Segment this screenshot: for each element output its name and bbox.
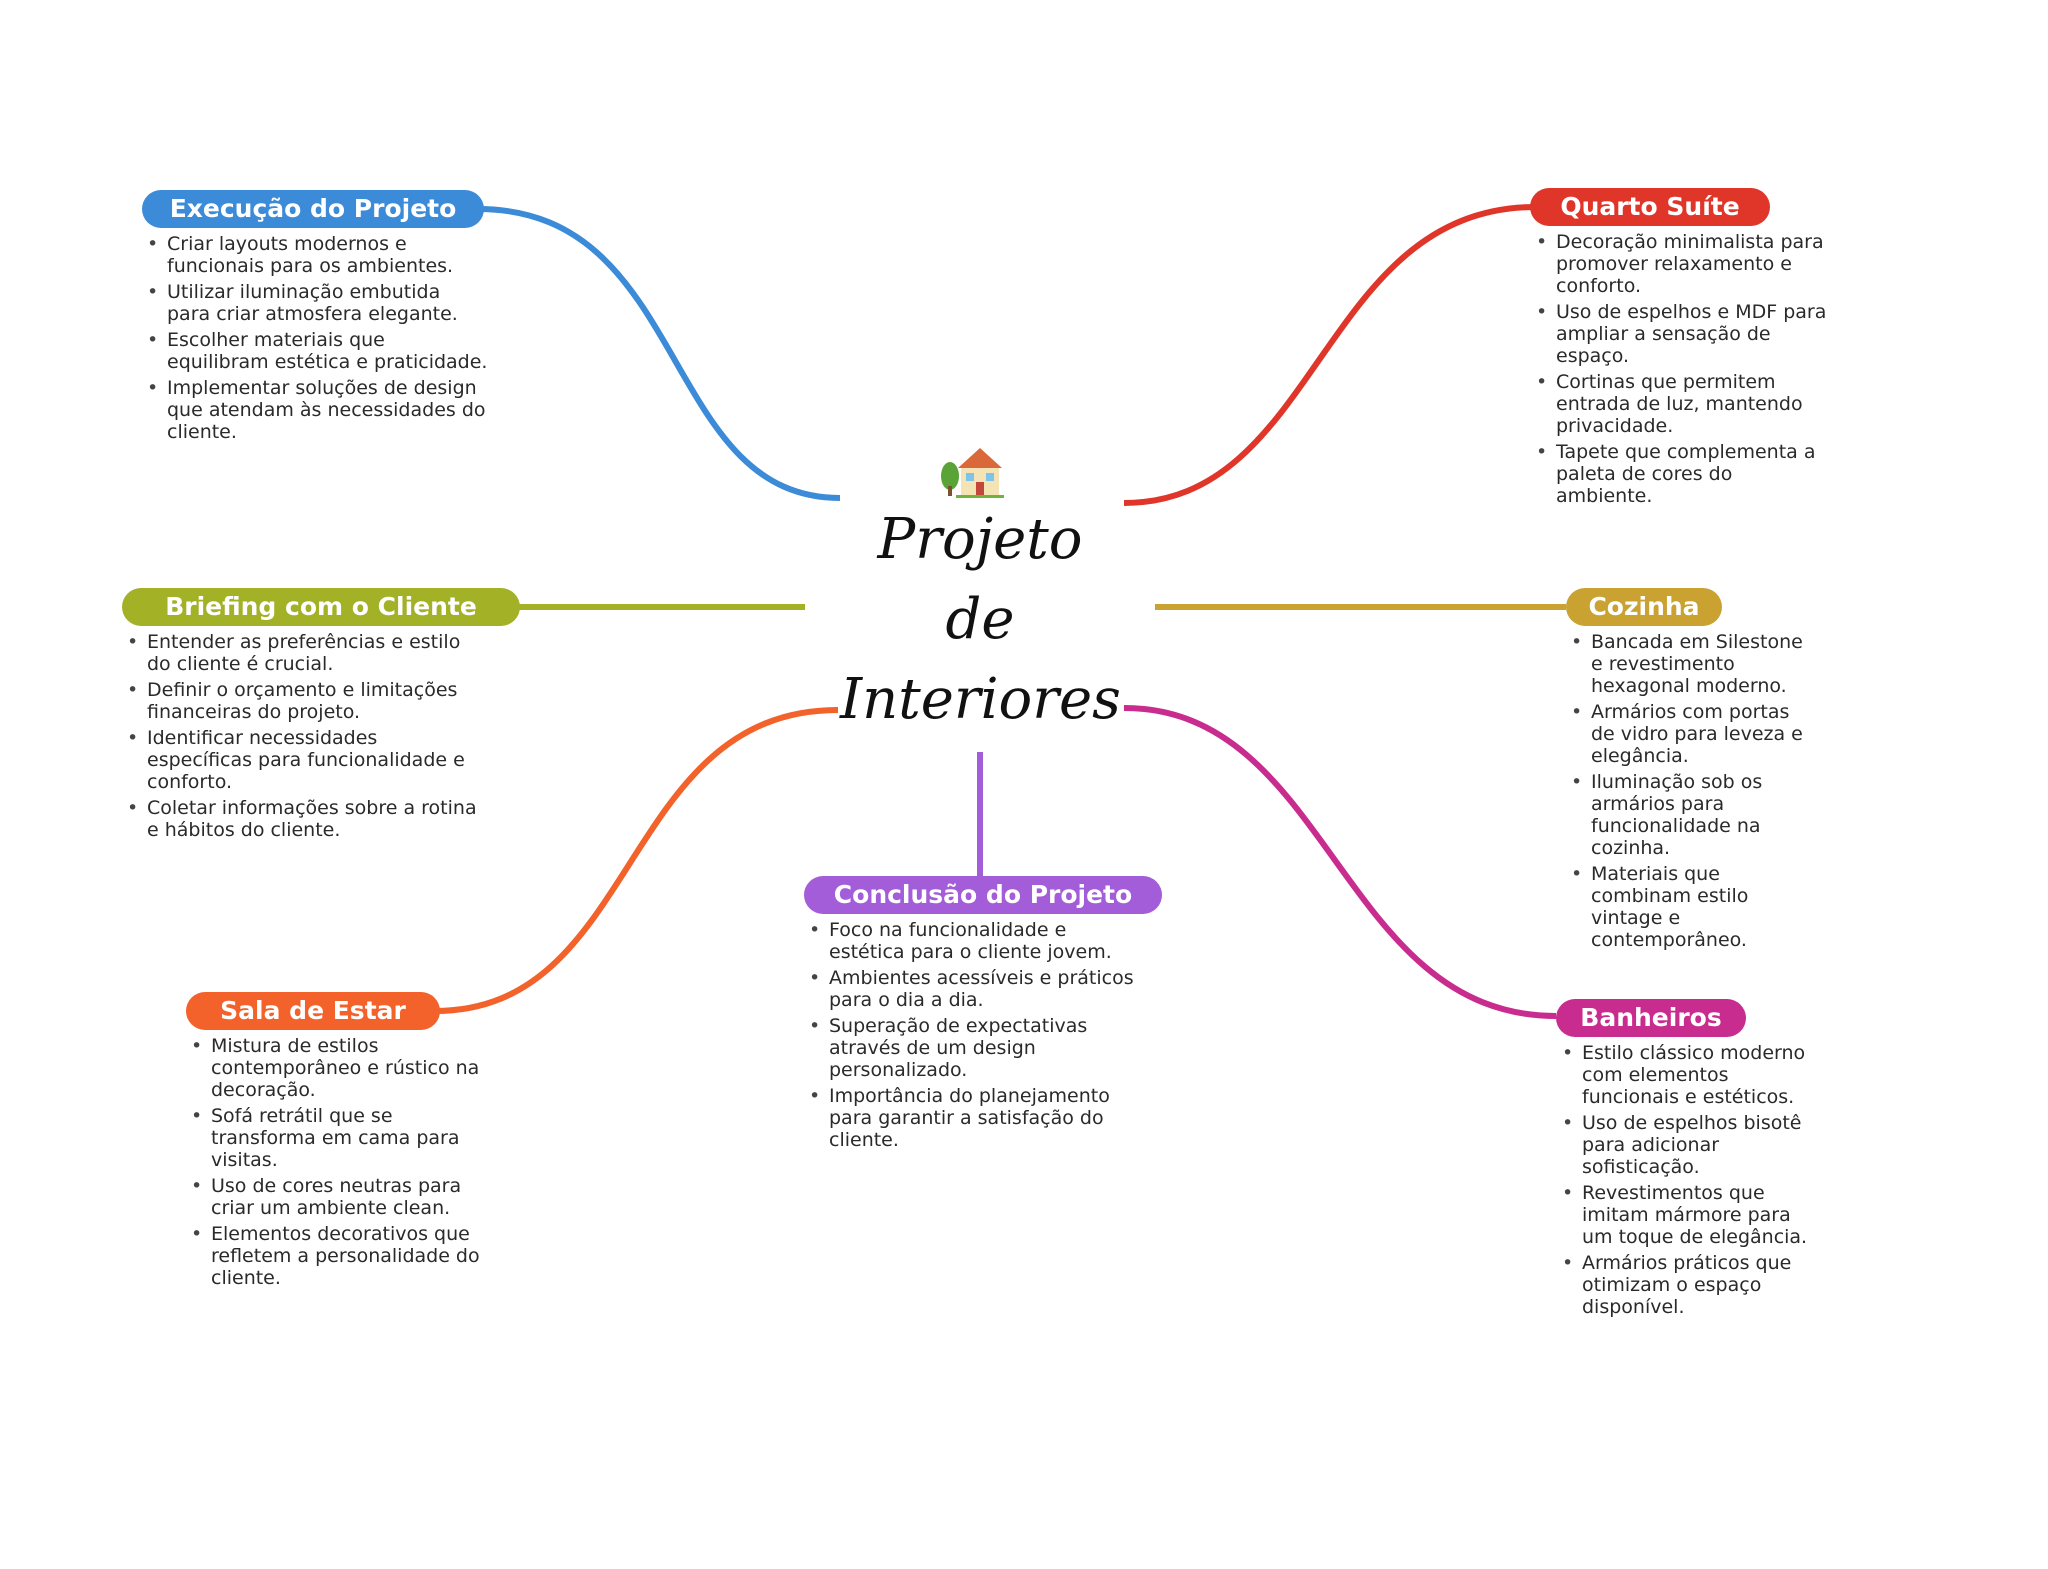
- list-item: Iluminação sob os armários para funciona…: [1567, 771, 1807, 859]
- branch-briefing-list: Entender as preferências e estilo do cli…: [123, 631, 483, 845]
- title-line-1: Projeto: [877, 507, 1083, 572]
- list-item: Ambientes acessíveis e práticos para o d…: [805, 967, 1147, 1011]
- title-line-2: de: [945, 587, 1015, 652]
- list-item: Utilizar iluminação embutida para criar …: [143, 281, 488, 325]
- list-item: Elementos decorativos que refletem a per…: [187, 1223, 487, 1289]
- list-item: Cortinas que permitem entrada de luz, ma…: [1532, 371, 1832, 437]
- title-line-3: Interiores: [840, 667, 1121, 732]
- branch-banheiros-label[interactable]: Banheiros: [1556, 999, 1746, 1037]
- list-item: Decoração minimalista para promover rela…: [1532, 231, 1832, 297]
- list-item: Mistura de estilos contemporâneo e rústi…: [187, 1035, 487, 1101]
- list-item: Tapete que complementa a paleta de cores…: [1532, 441, 1832, 507]
- list-item: Estilo clássico moderno com elementos fu…: [1558, 1042, 1808, 1108]
- list-item: Materiais que combinam estilo vintage e …: [1567, 863, 1807, 951]
- branch-conclusao-label[interactable]: Conclusão do Projeto: [804, 876, 1162, 914]
- list-item: Sofá retrátil que se transforma em cama …: [187, 1105, 487, 1171]
- central-topic-title: Projeto de Interiores: [840, 500, 1121, 740]
- list-item: Coletar informações sobre a rotina e háb…: [123, 797, 483, 841]
- connector-execucao: [477, 206, 841, 501]
- list-item: Identificar necessidades específicas par…: [123, 727, 483, 793]
- list-item: Armários práticos que otimizam o espaço …: [1558, 1252, 1808, 1318]
- list-item: Escolher materiais que equilibram estéti…: [143, 329, 488, 373]
- list-item: Superação de expectativas através de um …: [805, 1015, 1147, 1081]
- list-item: Revestimentos que imitam mármore para um…: [1558, 1182, 1808, 1248]
- list-item: Uso de espelhos bisotê para adicionar so…: [1558, 1112, 1808, 1178]
- branch-sala-list: Mistura de estilos contemporâneo e rústi…: [187, 1035, 487, 1293]
- list-item: Foco na funcionalidade e estética para o…: [805, 919, 1147, 963]
- branch-conclusao-list: Foco na funcionalidade e estética para o…: [805, 919, 1147, 1155]
- list-item: Criar layouts modernos e funcionais para…: [143, 233, 488, 277]
- list-item: Importância do planejamento para garanti…: [805, 1085, 1147, 1151]
- branch-banheiros-list: Estilo clássico moderno com elementos fu…: [1558, 1042, 1808, 1322]
- branch-briefing-label[interactable]: Briefing com o Cliente: [122, 588, 520, 626]
- branch-sala-label[interactable]: Sala de Estar: [186, 992, 440, 1030]
- list-item: Implementar soluções de design que atend…: [143, 377, 488, 443]
- list-item: Definir o orçamento e limitações finance…: [123, 679, 483, 723]
- branch-cozinha-list: Bancada em Silestone e revestimento hexa…: [1567, 631, 1807, 955]
- branch-quarto-list: Decoração minimalista para promover rela…: [1532, 231, 1832, 511]
- branch-quarto-label[interactable]: Quarto Suíte: [1530, 188, 1770, 226]
- branch-execucao-label[interactable]: Execução do Projeto: [142, 190, 484, 228]
- branch-cozinha-label[interactable]: Cozinha: [1566, 588, 1722, 626]
- house-icon: [941, 448, 1004, 498]
- connector-sala: [434, 707, 839, 1014]
- branch-execucao-list: Criar layouts modernos e funcionais para…: [143, 233, 488, 447]
- list-item: Uso de cores neutras para criar um ambie…: [187, 1175, 487, 1219]
- list-item: Armários com portas de vidro para leveza…: [1567, 701, 1807, 767]
- list-item: Entender as preferências e estilo do cli…: [123, 631, 483, 675]
- connector-quarto: [1123, 204, 1537, 506]
- list-item: Bancada em Silestone e revestimento hexa…: [1567, 631, 1807, 697]
- connector-banheiros: [1123, 705, 1557, 1019]
- list-item: Uso de espelhos e MDF para ampliar a sen…: [1532, 301, 1832, 367]
